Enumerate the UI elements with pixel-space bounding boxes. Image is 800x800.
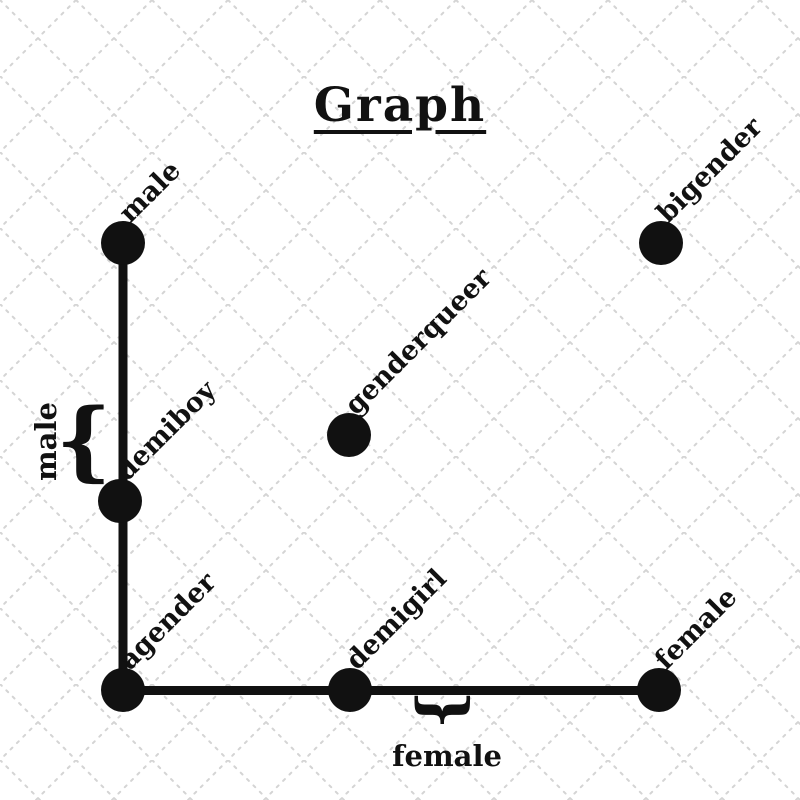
node-label-agender: agender: [113, 566, 223, 676]
left-brace: {: [56, 390, 112, 491]
node-label-genderqueer: genderqueer: [339, 262, 498, 421]
node-demiboy: [98, 479, 142, 523]
node-label-female: female: [649, 581, 744, 676]
node-label-male: male: [113, 155, 187, 229]
node-agender: [101, 668, 145, 712]
page-title-text: Graph: [313, 78, 487, 133]
edge-agender-female: [123, 685, 659, 695]
left-brace-label: male: [29, 402, 63, 481]
node-demigirl: [328, 668, 372, 712]
node-label-bigender: bigender: [651, 111, 769, 229]
bottom-brace-label: female: [392, 739, 502, 773]
node-male: [101, 221, 145, 265]
node-female: [637, 668, 681, 712]
node-genderqueer: [327, 413, 371, 457]
node-label-demigirl: demigirl: [340, 563, 453, 676]
bottom-brace: {: [405, 690, 475, 729]
page-title: Graph: [0, 78, 800, 133]
node-bigender: [639, 221, 683, 265]
